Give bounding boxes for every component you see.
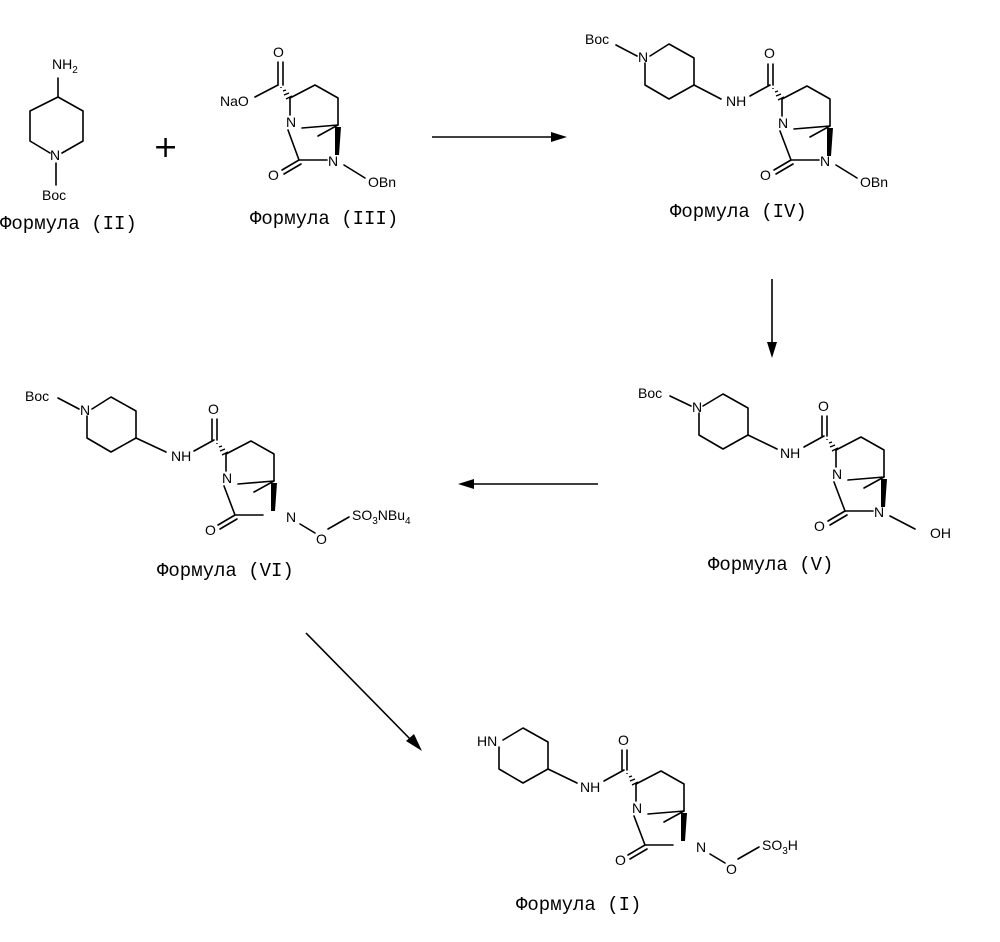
- formula-II-boc: Boc: [42, 187, 66, 203]
- formula-IV-nh: NH: [726, 93, 746, 109]
- arrow-step-3: [458, 479, 598, 489]
- formula-VI-boc: Boc: [25, 388, 49, 404]
- formula-III-structure: NaO O N N O OBn: [220, 44, 396, 190]
- formula-III-obn: OBn: [368, 174, 396, 190]
- formula-II-n: N: [50, 147, 60, 163]
- arrow-step-1: [432, 132, 567, 142]
- formula-III-n-oxy: N: [328, 153, 338, 169]
- formula-VI-nh: NH: [171, 448, 191, 464]
- formula-V-n-pip: N: [692, 399, 702, 415]
- formula-VI-n-ring: N: [222, 470, 232, 486]
- formula-II-structure: NH2 N Boc: [30, 56, 83, 203]
- formula-III-nao: NaO: [220, 93, 249, 109]
- formula-III-n-ring: N: [286, 114, 296, 130]
- formula-VI-structure: Boc N NH O N N O O SO3NBu4: [25, 388, 411, 547]
- formula-V-caption: Формула (V): [708, 554, 833, 576]
- formula-VI-o-urea: O: [205, 522, 216, 538]
- formula-II-nh2: NH2: [52, 56, 78, 76]
- formula-V-structure: Boc N NH O N N O OH: [638, 385, 951, 541]
- formula-I-nh: NH: [580, 779, 600, 795]
- formula-IV-structure: Boc N NH O N N O OBn: [585, 31, 888, 190]
- formula-IV-boc: Boc: [585, 31, 609, 47]
- arrow-step-4: [306, 633, 422, 751]
- formula-VI-caption: Формула (VI): [157, 560, 294, 582]
- formula-I-n-oxy: N: [696, 839, 706, 855]
- formula-V-n-ring: N: [832, 466, 842, 482]
- formula-III-o-urea: O: [268, 167, 279, 183]
- formula-I-o-amide: O: [618, 732, 629, 748]
- formula-V-oh: OH: [930, 525, 951, 541]
- formula-IV-o-urea: O: [760, 167, 771, 183]
- formula-V-n-oxy: N: [874, 504, 884, 520]
- arrow-step-2: [767, 279, 777, 358]
- formula-VI-n-oxy: N: [286, 509, 296, 525]
- formula-VI-n-pip: N: [80, 402, 90, 418]
- plus-sign: +: [153, 130, 178, 165]
- formula-IV-o-amide: O: [764, 45, 775, 61]
- formula-IV-n-oxy: N: [820, 153, 830, 169]
- formula-III-caption: Формула (III): [250, 208, 398, 230]
- formula-IV-n-ring: N: [778, 115, 788, 131]
- formula-I-structure: HN NH O N N O O SO3H: [477, 728, 798, 877]
- formula-I-n-ring: N: [632, 800, 642, 816]
- formula-I-so3h: SO3H: [762, 837, 798, 857]
- formula-I-o-link: O: [726, 861, 737, 877]
- formula-VI-o-link: O: [316, 531, 327, 547]
- formula-II-caption: Формула (II): [0, 213, 137, 235]
- formula-V-boc: Boc: [638, 385, 662, 401]
- formula-I-o-urea: O: [615, 852, 626, 868]
- formula-V-nh: NH: [780, 445, 800, 461]
- formula-I-hn: HN: [477, 733, 497, 749]
- formula-VI-so3nbu4: SO3NBu4: [352, 507, 411, 527]
- formula-IV-obn: OBn: [860, 174, 888, 190]
- formula-III-o-carbonyl: O: [273, 44, 284, 60]
- formula-IV-caption: Формула (IV): [670, 201, 807, 223]
- formula-IV-n-pip: N: [638, 49, 648, 65]
- formula-V-o-amide: O: [818, 398, 829, 414]
- formula-I-caption: Формула (I): [516, 894, 641, 916]
- formula-V-o-urea: O: [814, 518, 825, 534]
- formula-VI-o-amide: O: [208, 401, 219, 417]
